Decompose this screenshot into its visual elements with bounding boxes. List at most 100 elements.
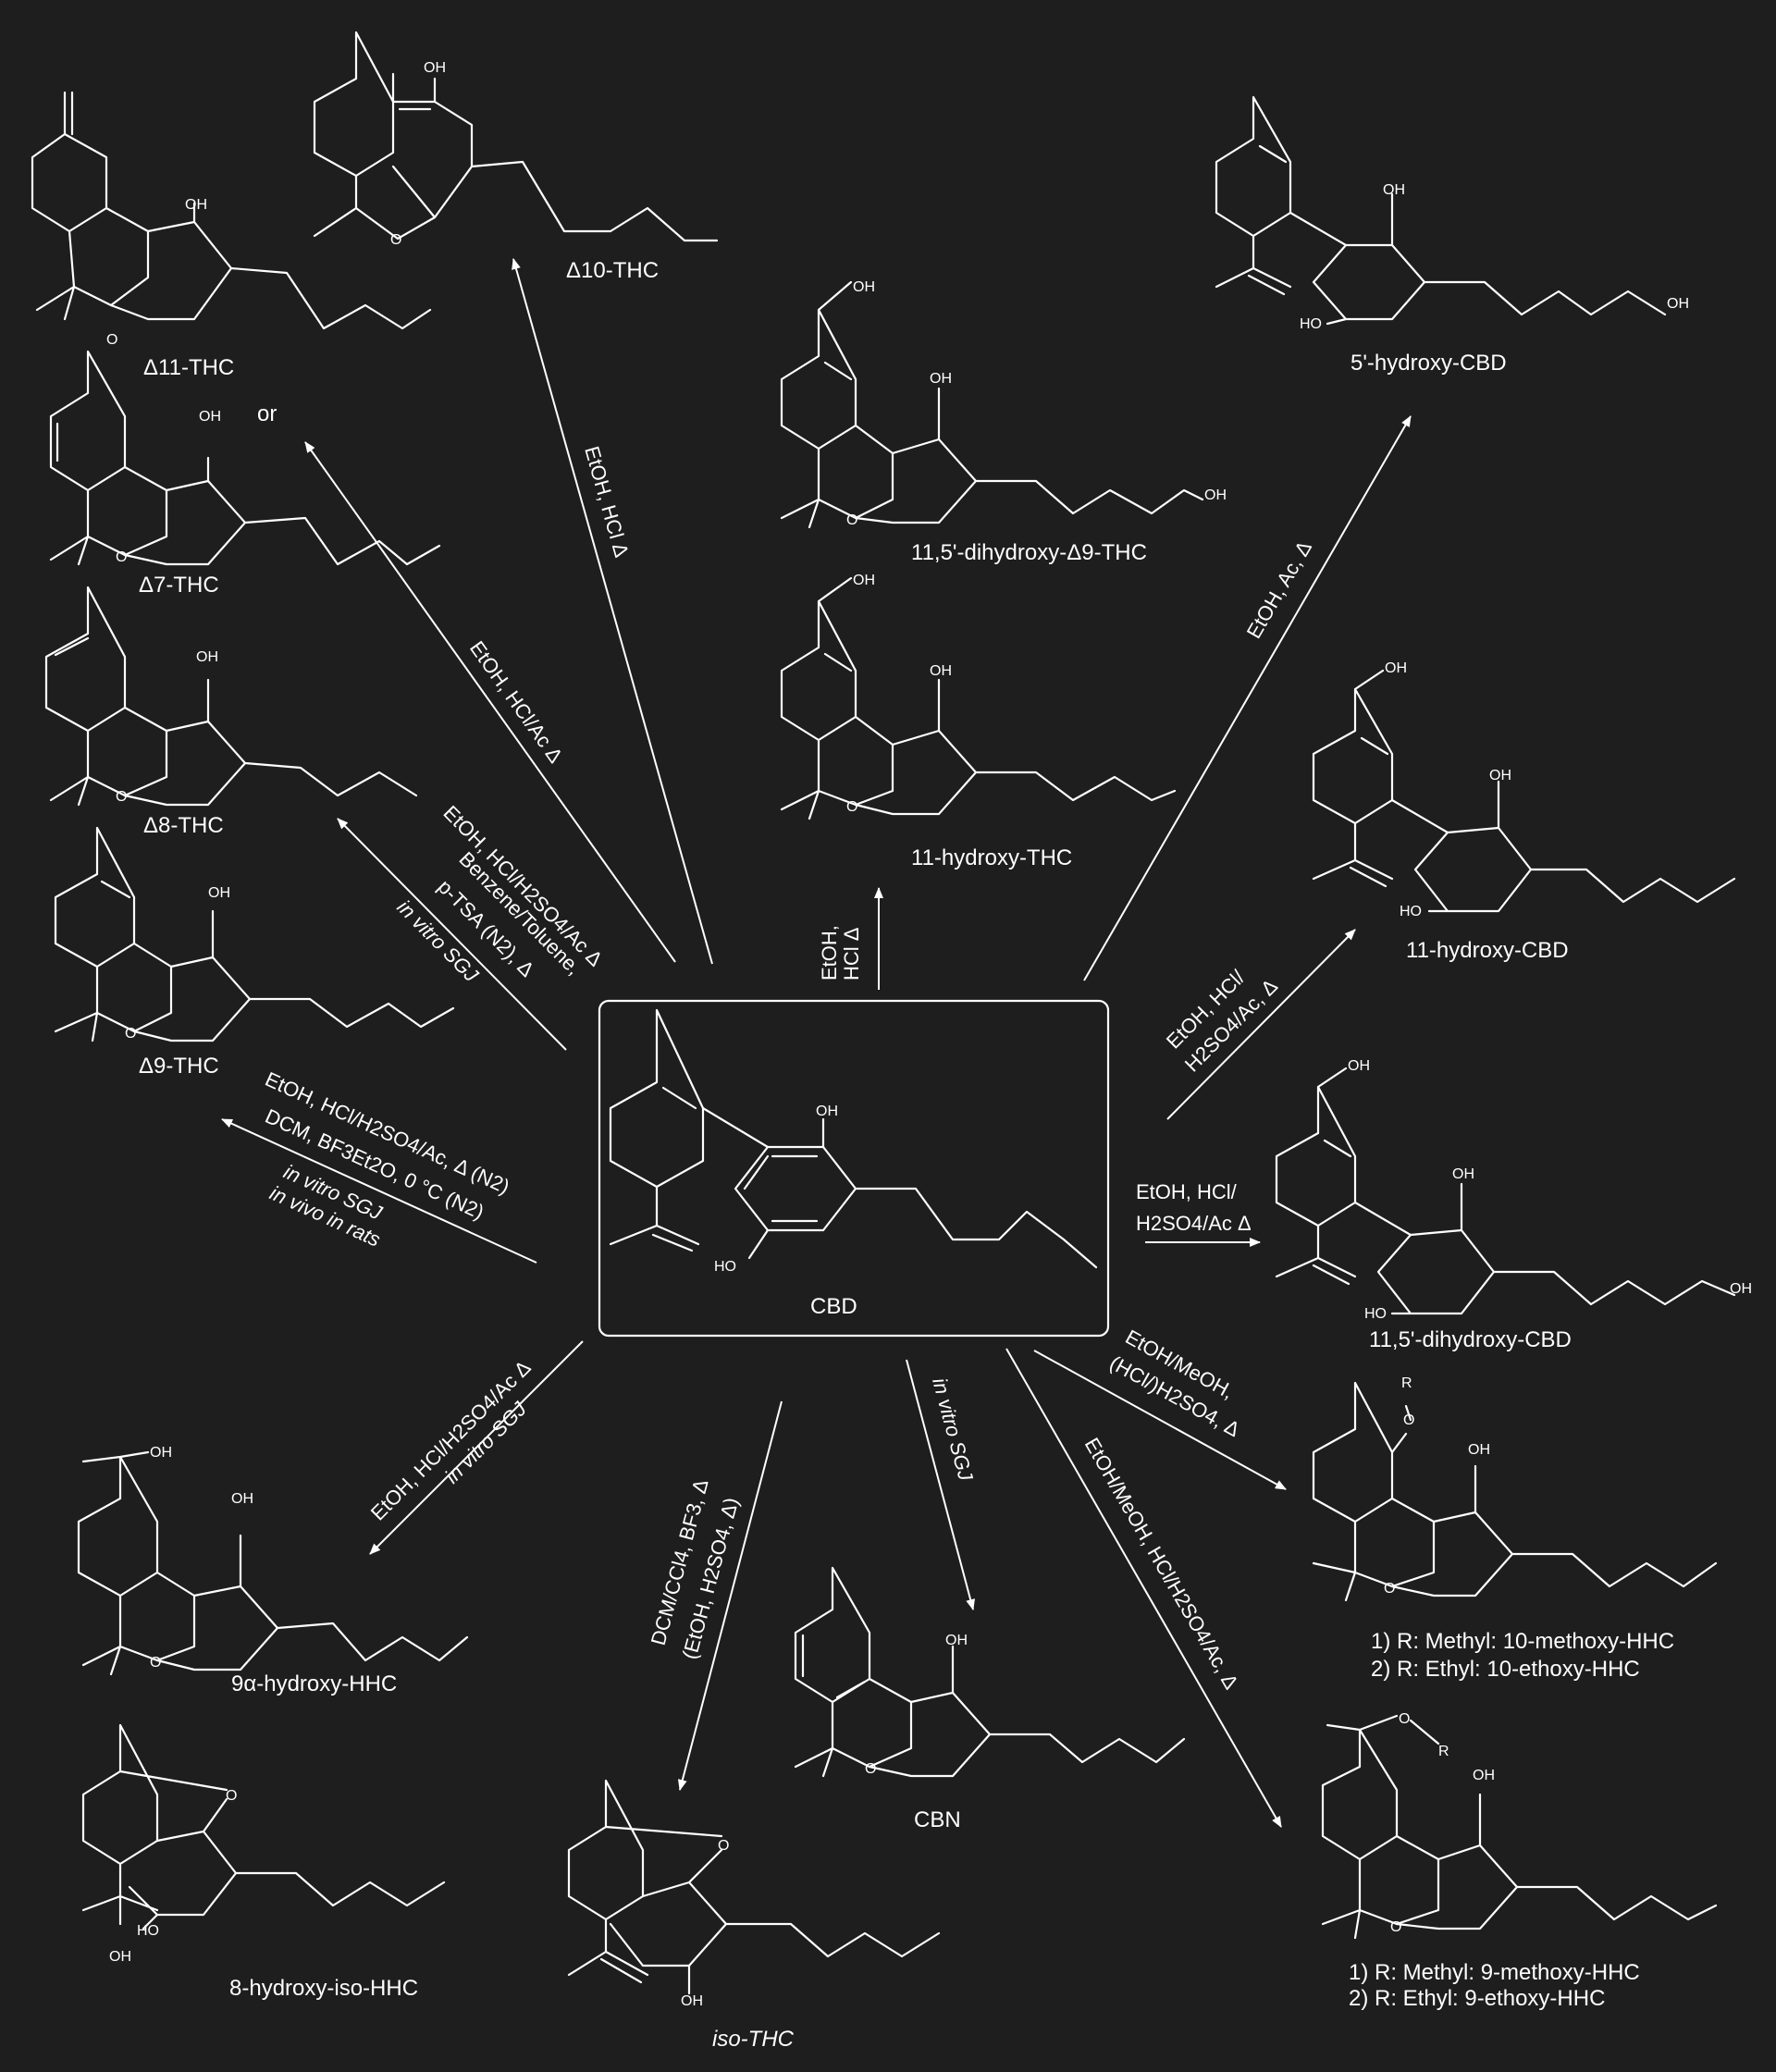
10-alkoxy-label-2: 2) R: Ethyl: 10-ethoxy-HHC <box>1371 1657 1640 1682</box>
9-alkoxy-label-1: 1) R: Methyl: 9-methoxy-HHC <box>1349 1960 1640 1985</box>
dihydroxy-cbd-structure <box>1275 1067 1736 1315</box>
d9-o: O <box>125 1026 136 1042</box>
dihydroxy-cbd-oh2: OH <box>1452 1166 1474 1182</box>
11-hydroxy-thc-oh1: OH <box>853 573 875 588</box>
cbn-structure <box>794 1566 1186 1778</box>
5-hydroxy-cbd-ho: HO <box>1300 316 1322 332</box>
d8-o: O <box>116 789 127 805</box>
11-hydroxy-cbd-oh1: OH <box>1385 660 1407 676</box>
arrow-to-10-alkoxy-hhc <box>1033 1350 1287 1490</box>
d9-oh: OH <box>208 885 230 901</box>
10-alkoxy-oh: OH <box>1468 1442 1490 1458</box>
arrow-to-d9 <box>221 1118 537 1264</box>
11-hydroxy-thc-oh2: OH <box>930 663 952 679</box>
10-alkoxy-hhc-structure <box>1312 1381 1718 1602</box>
dihydroxy-cbd-oh3: OH <box>1730 1281 1752 1297</box>
11-hydroxy-cbd-structure <box>1312 669 1736 913</box>
9-alkoxy-ring-o: O <box>1390 1919 1401 1935</box>
dihydroxy-d9-oh2: OH <box>930 371 952 387</box>
11-hydroxy-cbd-oh2: OH <box>1489 768 1511 783</box>
9-alkoxy-hhc-structure <box>1321 1714 1718 1940</box>
d8-label: Δ8-THC <box>143 813 224 838</box>
11-hydroxy-thc-structure <box>780 576 1177 820</box>
cbn-oh: OH <box>945 1633 968 1648</box>
arrow-to-d10 <box>512 258 713 965</box>
d10-oh: OH <box>424 60 446 76</box>
dihydroxy-d9-thc-structure <box>780 280 1204 529</box>
arrow-to-cbn <box>906 1359 975 1610</box>
d8-oh: OH <box>196 649 218 665</box>
arrow-to-5-hydroxy-cbd <box>1083 415 1412 981</box>
arrow-to-11-hydroxy-cbd <box>1166 929 1356 1120</box>
5-hydroxy-cbd-oh2: OH <box>1667 296 1689 312</box>
cond-thc-1: EtOH, <box>818 925 841 980</box>
10-alkoxy-label-1: 1) R: Methyl: 10-methoxy-HHC <box>1371 1629 1674 1654</box>
9-alkoxy-r: R <box>1438 1744 1449 1759</box>
iso-hhc-o: O <box>226 1788 237 1804</box>
10-alkoxy-ring-o: O <box>1384 1581 1395 1597</box>
iso-thc-o: O <box>718 1838 729 1854</box>
d7-thc-structure <box>49 350 441 566</box>
iso-hhc-label: 8-hydroxy-iso-HHC <box>229 1976 418 2001</box>
cond-thc-2: HCl Δ <box>840 927 863 980</box>
d10-thc-structure <box>313 31 719 242</box>
d9-thc-structure <box>54 826 455 1042</box>
d11-label: Δ11-THC <box>143 355 234 380</box>
10-alkoxy-r: R <box>1401 1375 1412 1391</box>
cbd-box <box>598 999 1110 1338</box>
arrow-to-iso-thc <box>677 1400 783 1791</box>
11-hydroxy-cbd-ho: HO <box>1400 904 1422 919</box>
arrow-to-d11 <box>304 441 676 963</box>
d7-o: O <box>116 549 127 565</box>
cbd-oh: OH <box>816 1104 838 1119</box>
5-hydroxy-cbd-label: 5'-hydroxy-CBD <box>1350 351 1507 376</box>
iso-thc-structure <box>567 1779 941 1995</box>
cond-5-hydroxy-cbd: EtOH, Ac, Δ <box>1242 536 1316 642</box>
cbn-label: CBN <box>914 1807 961 1832</box>
cond-d11: EtOH, HCl/Ac Δ <box>465 636 568 767</box>
iso-thc-oh: OH <box>681 1993 703 2009</box>
iso-thc-label: iso-THC <box>712 2027 795 2052</box>
9a-oh1: OH <box>150 1445 172 1461</box>
cond-9-hhc: EtOH/MeOH, HCl/H2SO4/Ac, Δ <box>1080 1434 1243 1694</box>
d11-o: O <box>106 332 117 348</box>
dihydroxy-d9-oh1: OH <box>853 279 875 295</box>
cbn-o: O <box>865 1761 876 1777</box>
cond-dihydroxy-cbd-2: H2SO4/Ac Δ <box>1136 1212 1252 1235</box>
5-hydroxy-cbd-oh1: OH <box>1383 182 1405 198</box>
cbd-label: CBD <box>810 1294 857 1319</box>
cond-d10: EtOH, HCl Δ <box>580 444 634 561</box>
9-alkoxy-label-2: 2) R: Ethyl: 9-ethoxy-HHC <box>1349 1986 1605 2011</box>
cbd-structure <box>609 1008 1098 1269</box>
d10-label: Δ10-THC <box>566 258 659 283</box>
d11-oh: OH <box>185 197 207 213</box>
dihydroxy-d9-label: 11,5'-dihydroxy-Δ9-THC <box>911 540 1147 565</box>
11-hydroxy-cbd-label: 11-hydroxy-CBD <box>1406 938 1569 963</box>
dihydroxy-d9-oh3: OH <box>1204 487 1227 503</box>
cond-9a-1: EtOH, HCl/H2SO4/Ac Δ <box>366 1356 536 1525</box>
d8-thc-structure <box>44 586 418 807</box>
9a-hydroxy-hhc-structure <box>77 1450 469 1676</box>
9-alkoxy-o: O <box>1399 1711 1410 1727</box>
d9-label: Δ9-THC <box>139 1054 219 1079</box>
dihydroxy-cbd-label: 11,5'-dihydroxy-CBD <box>1369 1327 1572 1352</box>
d10-o: O <box>390 232 401 248</box>
arrow-to-9-alkoxy-hhc <box>1005 1348 1282 1828</box>
dihydroxy-cbd-ho: HO <box>1364 1306 1387 1322</box>
iso-hhc-structure <box>81 1723 446 1930</box>
d7-oh: OH <box>199 409 221 425</box>
iso-hhc-ho: HO <box>137 1923 159 1939</box>
10-alkoxy-o: O <box>1403 1412 1414 1428</box>
reaction-arrows <box>221 258 1412 1828</box>
or-label: or <box>257 401 277 426</box>
11-hydroxy-thc-label: 11-hydroxy-THC <box>911 845 1072 870</box>
9a-oh2: OH <box>231 1491 253 1507</box>
d11-thc-structure <box>31 91 432 330</box>
9a-o: O <box>150 1655 161 1671</box>
arrow-to-d8 <box>337 818 567 1051</box>
5-hydroxy-cbd-structure <box>1215 95 1667 326</box>
dihydroxy-cbd-oh1: OH <box>1348 1058 1370 1074</box>
cond-dihydroxy-cbd-1: EtOH, HCl/ <box>1136 1180 1238 1203</box>
